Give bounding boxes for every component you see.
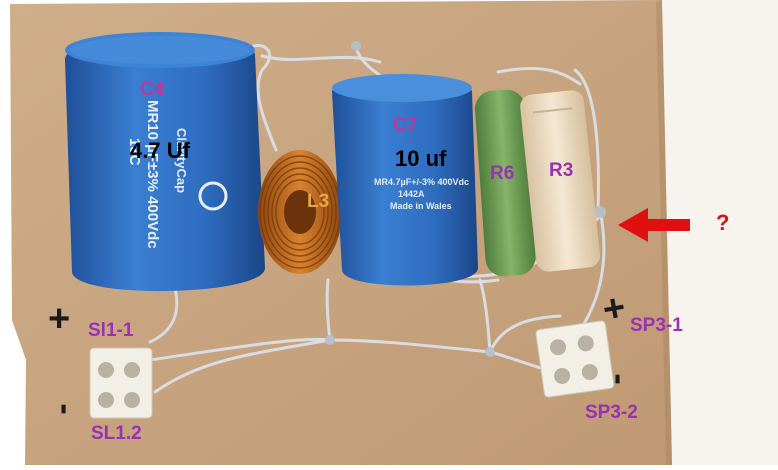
terminal-block-sp3: [535, 320, 615, 398]
c4-print-rating: MR10 µF±3% 400Vdc: [144, 100, 161, 249]
label-r6: R6: [490, 163, 515, 184]
resistor-r3-body: [520, 90, 601, 272]
label-r3: R3: [549, 160, 574, 181]
label-c7: C7: [393, 115, 418, 136]
label-sl1-1: Sl1-1: [88, 320, 134, 341]
question-annotation: ?: [716, 210, 730, 235]
minus-mark-left: -: [46, 403, 85, 415]
capacitor-c4-body: [65, 32, 265, 292]
board-shadow-edge: [656, 0, 672, 465]
resistor-r6-body: [474, 89, 536, 277]
inductor-l3-coil: [258, 150, 342, 274]
capacitor-c7-body: [332, 74, 478, 286]
value-c4: 4.7 Uf: [130, 138, 190, 163]
value-c7: 10 uf: [395, 146, 447, 171]
wall-background: [655, 0, 778, 465]
label-c4: C4: [140, 79, 165, 100]
capacity-logo-icon: [198, 181, 228, 211]
plus-mark-left: +: [48, 298, 71, 340]
minus-mark-right: -: [600, 373, 639, 385]
terminal-block-sl1: [89, 347, 153, 419]
wire-joints: [325, 41, 606, 357]
red-arrow-icon: [618, 208, 690, 242]
c7-print-rating: MR4.7µF+/-3% 400Vdc: [374, 177, 469, 187]
label-l3: L3: [307, 191, 330, 212]
c7-print-origin: Made in Wales: [390, 201, 452, 211]
label-sp3-2: SP3-2: [585, 402, 638, 423]
label-sp3-1: SP3-1: [630, 315, 683, 336]
c7-print-code: 1442A: [398, 189, 425, 199]
label-sl1-2: SL1.2: [91, 423, 142, 444]
